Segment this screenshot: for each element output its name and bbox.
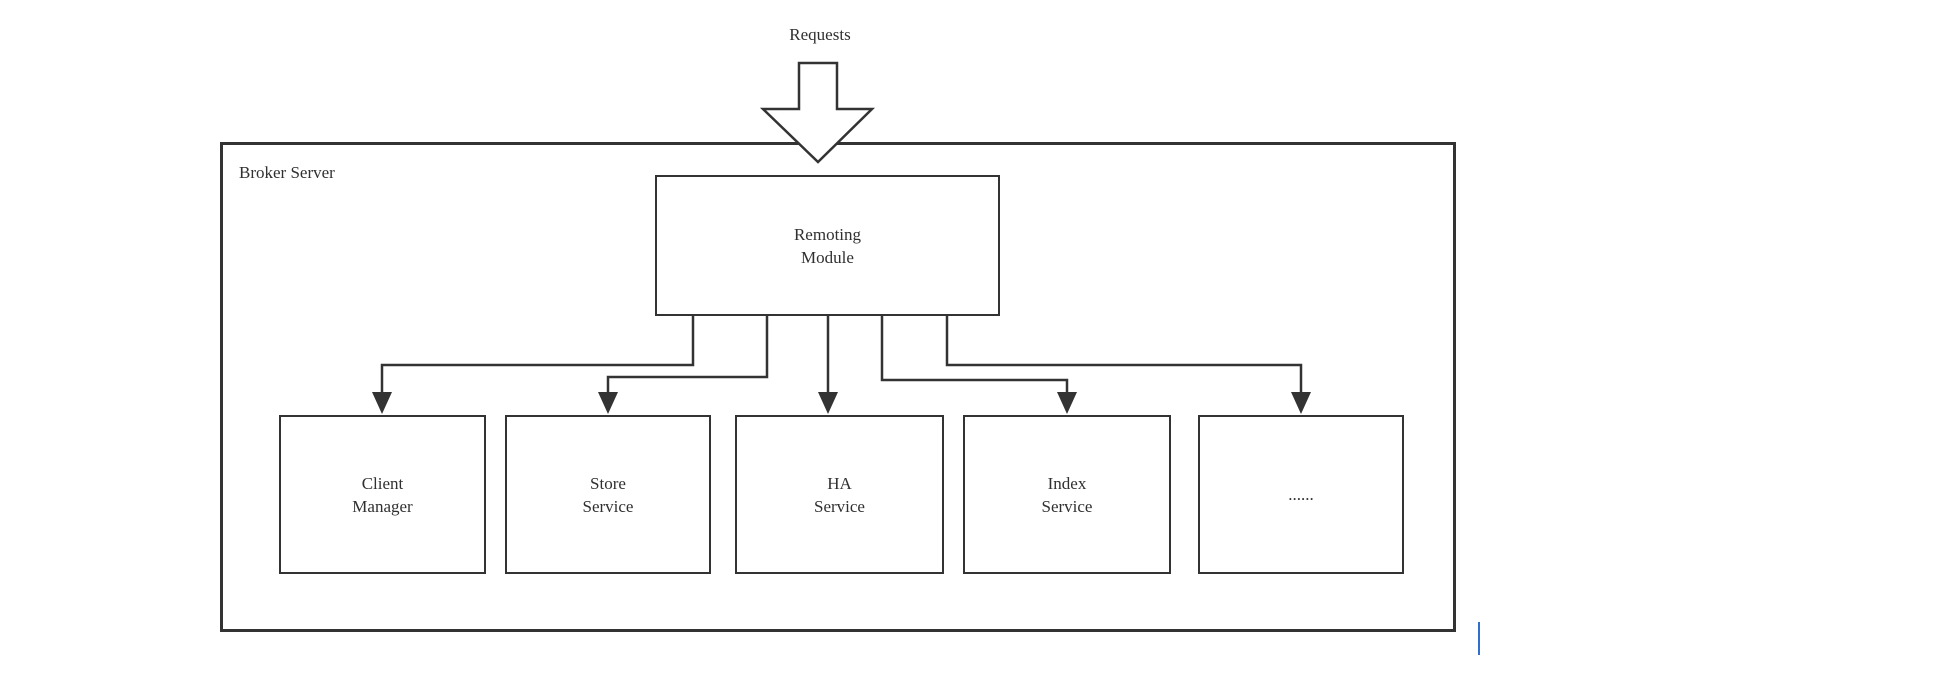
remoting-module-box: Remoting Module bbox=[655, 175, 1000, 316]
requests-label: Requests bbox=[789, 25, 851, 44]
more-services-label: ...... bbox=[1288, 485, 1314, 504]
index-service-label: Index Service bbox=[1041, 473, 1093, 516]
client-manager-box: Client Manager bbox=[279, 415, 486, 574]
store-service-box: Store Service bbox=[505, 415, 711, 574]
ha-service-box: HA Service bbox=[735, 415, 944, 574]
broker-server-label: Broker Server bbox=[239, 163, 335, 182]
text-cursor-caret bbox=[1478, 622, 1480, 655]
store-service-label: Store Service bbox=[582, 473, 634, 516]
client-manager-label: Client Manager bbox=[352, 473, 413, 516]
remoting-module-label: Remoting Module bbox=[793, 224, 862, 267]
ha-service-label: HA Service bbox=[814, 473, 865, 516]
index-service-box: Index Service bbox=[963, 415, 1171, 574]
more-services-box: ...... bbox=[1198, 415, 1404, 574]
